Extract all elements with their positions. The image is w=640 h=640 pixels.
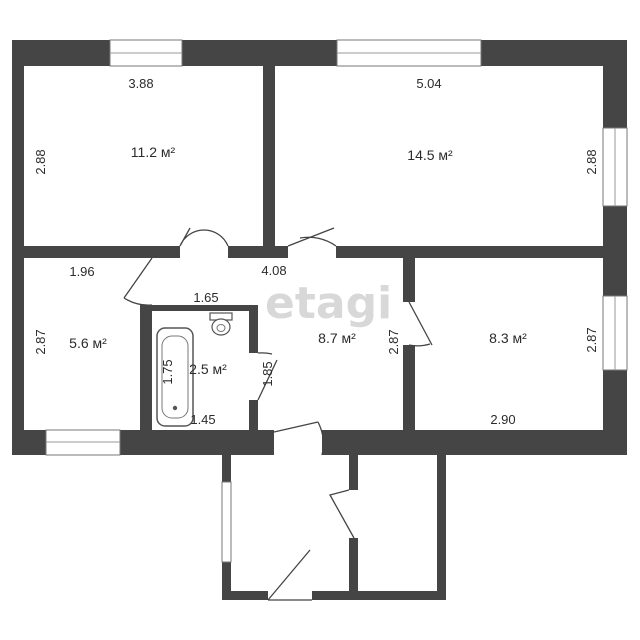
door-room3 [123,257,153,306]
wall-bath-right-low [249,400,258,430]
toilet-icon [209,312,233,336]
door-ext-mid [329,489,355,539]
room3-height: 2.87 [33,329,48,354]
wall-hall-room4-bottom [403,345,415,430]
ext-wall-bottom-right [312,591,446,600]
door-room1 [179,227,229,247]
room4-area: 8.3 м² [489,330,527,346]
window-ext-left [221,481,232,563]
room4-height: 2.87 [584,327,599,352]
room1-height: 2.88 [33,149,48,174]
door-room2 [287,227,337,247]
wall-horizontal-left [24,246,180,258]
ext-wall-right [437,455,446,600]
wall-room1-room2 [263,66,275,256]
bath-width: 1.45 [190,412,215,427]
bath-side: 1.85 [260,361,275,386]
bath-height: 1.75 [160,359,175,384]
room3-area: 5.6 м² [69,335,107,351]
ext-wall-mid-top [349,455,358,490]
wall-room3-hall [140,305,152,430]
door-ext-bottom [267,549,312,601]
hall-height: 2.87 [386,329,401,354]
door-entry [273,421,324,456]
ext-wall-bottom-left [222,591,268,600]
door-room4 [408,301,433,347]
door-bath [257,352,278,401]
room2-height: 2.88 [584,149,599,174]
outer-wall-top [12,40,627,66]
room4-width: 2.90 [490,412,515,427]
wall-horizontal-right [336,246,603,258]
hall-area: 8.7 м² [318,330,356,346]
room2-width: 5.04 [416,76,441,91]
wall-hall-room4-top [403,258,415,302]
outer-wall-bottom-right [322,430,627,455]
bath-area: 2.5 м² [189,361,227,377]
room1-area: 11.2 м² [131,144,176,160]
room3-width: 1.96 [69,264,94,279]
ext-wall-mid-bottom [349,538,358,591]
outer-wall-left [12,40,24,455]
hall-inner-width: 1.65 [193,290,218,305]
room2-area: 14.5 м² [407,147,453,163]
watermark: etagi [265,278,392,329]
wall-bath-top [140,305,258,311]
hall-width: 4.08 [261,263,286,278]
room1-width: 3.88 [128,76,153,91]
wall-bath-right [249,305,258,353]
wall-horizontal-mid [228,246,288,258]
outer-wall-right [603,40,627,455]
